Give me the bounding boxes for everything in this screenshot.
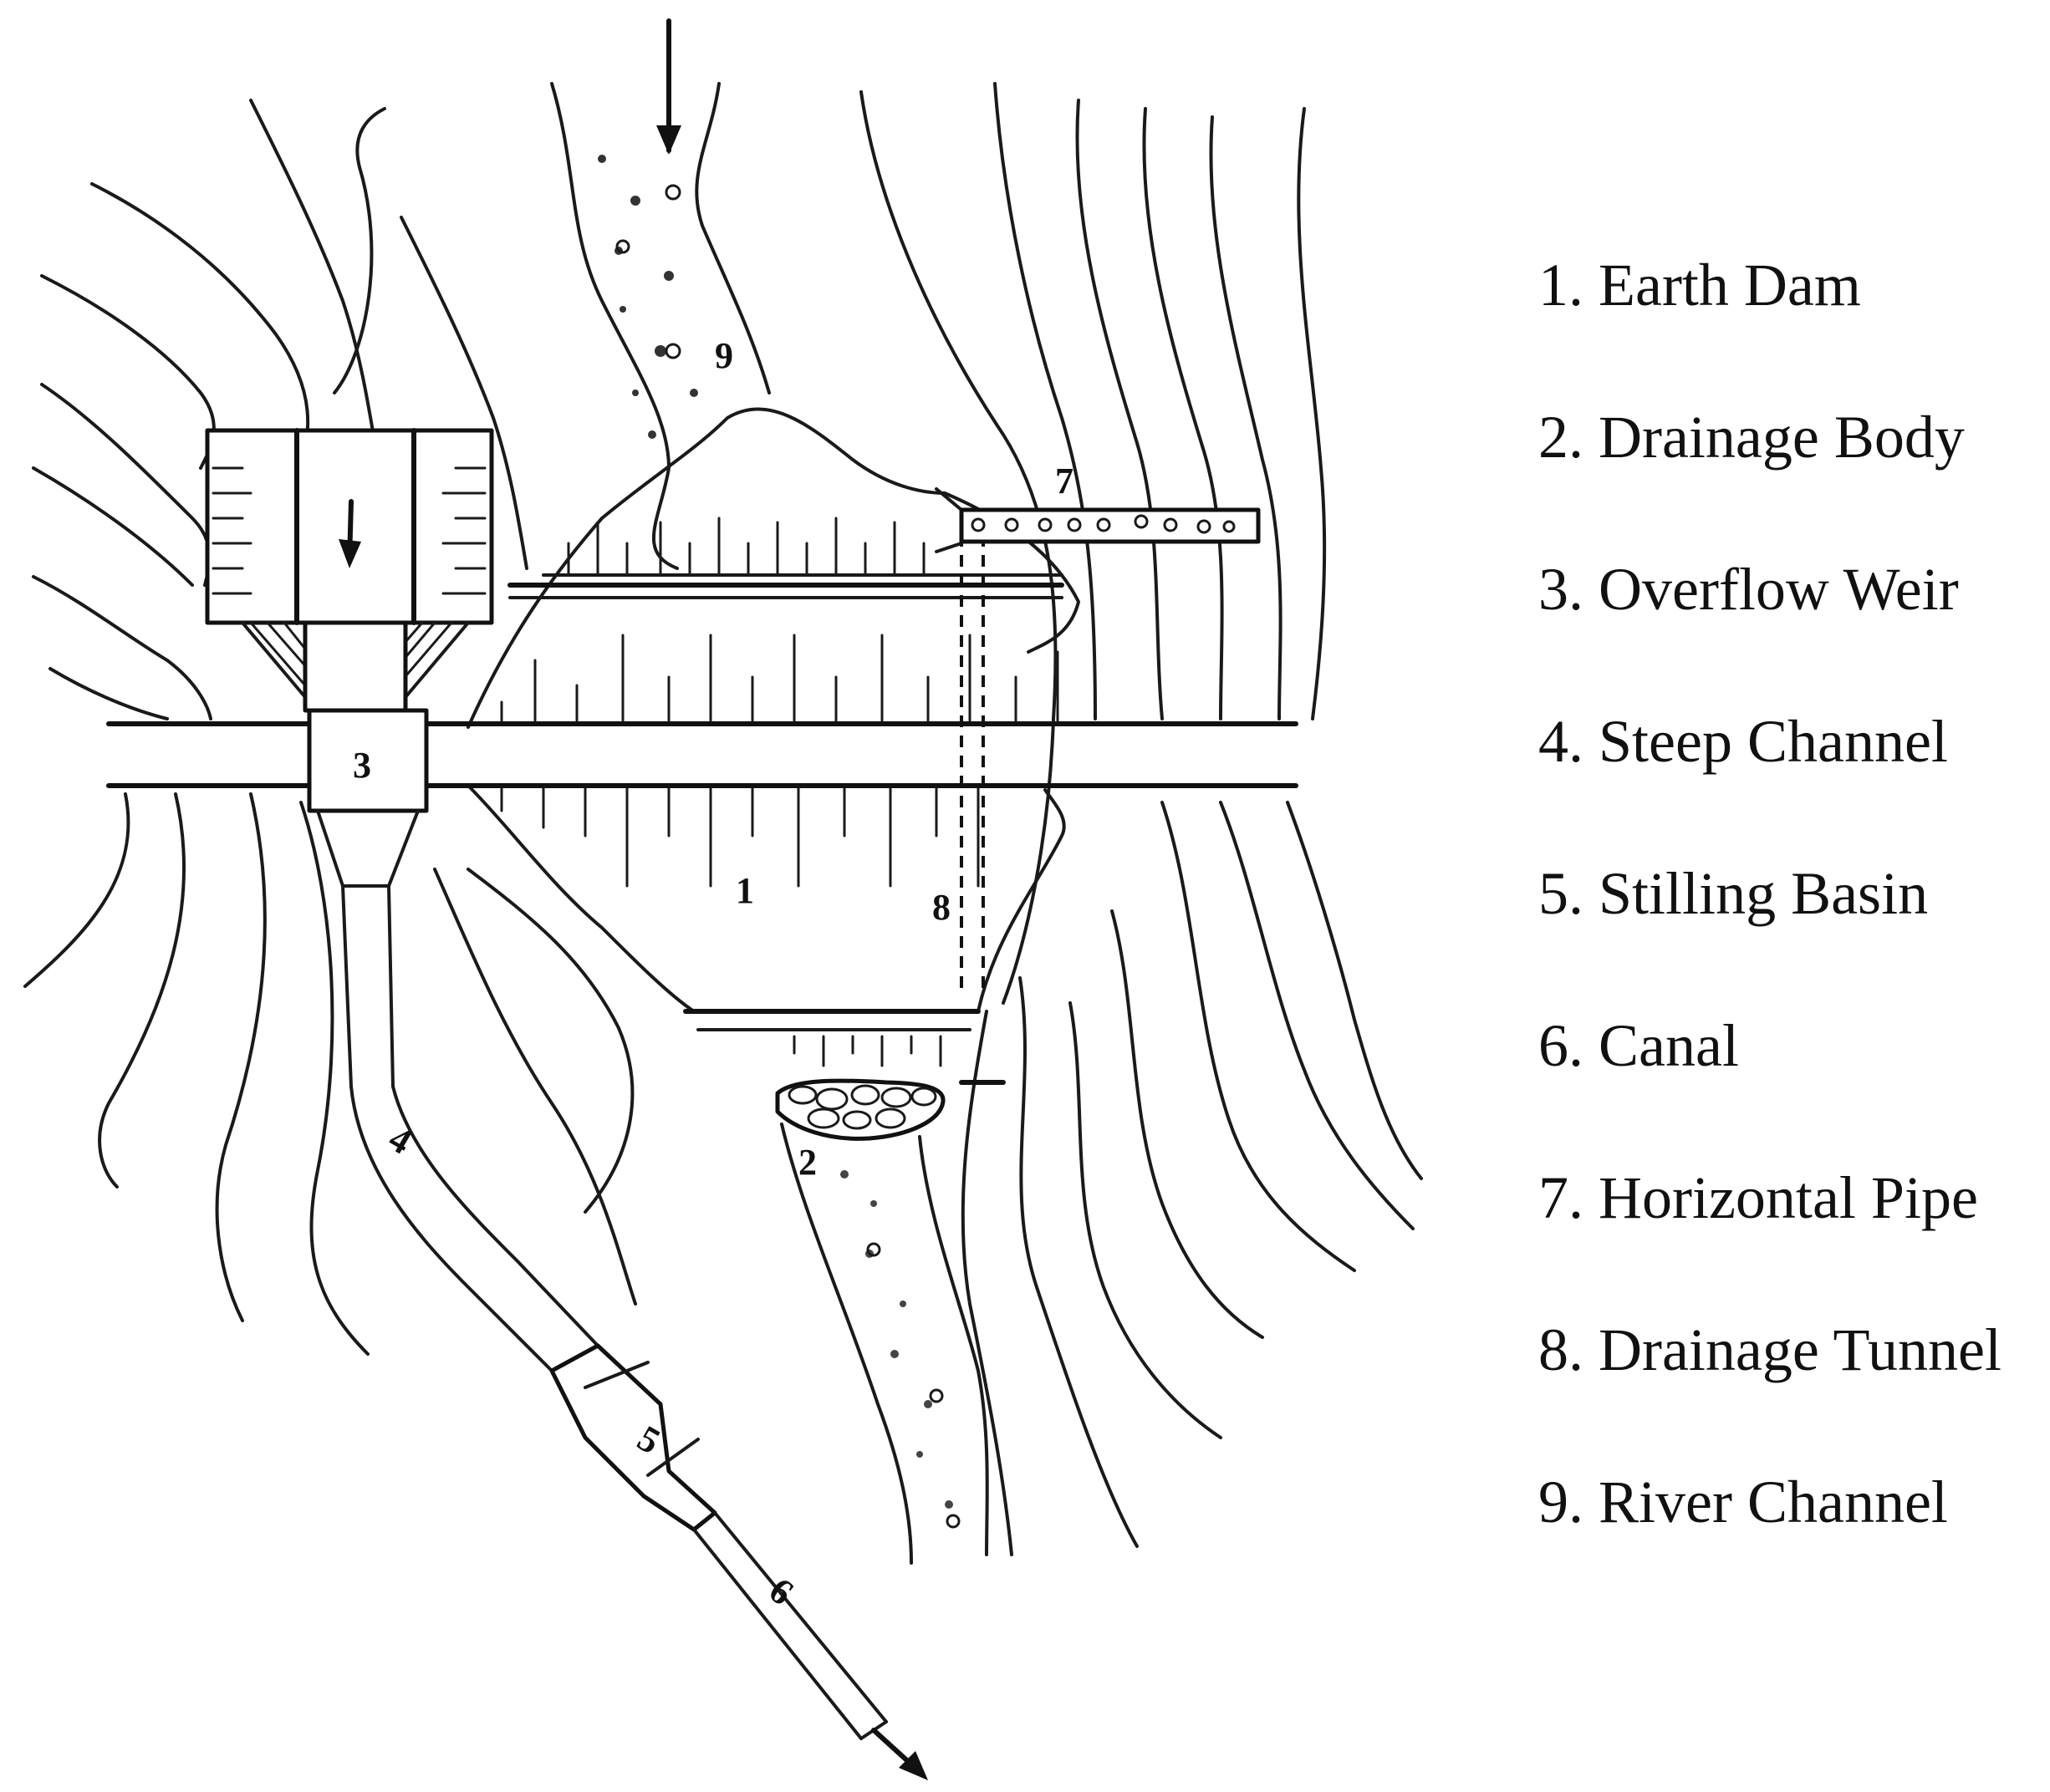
weir-throat	[303, 620, 408, 713]
river-pebble	[665, 343, 681, 359]
approach-flow-arrow	[339, 499, 361, 568]
wing-wall-right	[400, 621, 470, 704]
wing-wall-left	[241, 621, 311, 704]
canal-right-wall	[713, 1511, 888, 1723]
contour-line	[433, 868, 637, 1306]
downstream-pebble	[929, 1388, 944, 1403]
label-overflow-weir: 3	[353, 745, 371, 786]
label-earth-dam: 1	[736, 870, 754, 911]
contour-line	[1110, 909, 1264, 1339]
steep-channel-right-wall	[387, 884, 599, 1347]
downstream-pebble	[946, 1514, 961, 1529]
contour-line	[1286, 801, 1423, 1180]
dam-crest-road	[106, 721, 1298, 788]
downstream-pebble	[866, 1242, 881, 1257]
river-pebble	[615, 239, 630, 254]
legend-item-horizontal-pipe: 7. Horizontal Pipe	[1538, 1164, 1978, 1231]
contour-line	[400, 216, 528, 570]
downstream-bank-left	[780, 1123, 913, 1565]
downstream-bank-right	[918, 1135, 989, 1556]
contour-line	[333, 107, 386, 395]
legend-item-earth-dam: 1. Earth Dam	[1538, 252, 1861, 318]
contour-line	[1209, 115, 1283, 720]
dam-slope-hachures-middle	[500, 634, 1059, 722]
spillway-chute: 4 5 6	[316, 809, 928, 1780]
legend: 1. Earth Dam 2. Drainage Body 3. Overflo…	[1538, 251, 2040, 1620]
label-drainage-tunnel: 8	[932, 887, 951, 928]
contour-line	[1160, 801, 1356, 1272]
flow-arrow-upstream	[656, 18, 681, 155]
left-contour-lines	[23, 99, 637, 1356]
label-drainage-body: 2	[798, 1142, 817, 1183]
river-channel-upstream	[550, 82, 771, 570]
drainage-body-stones	[788, 1084, 937, 1130]
contour-line	[1075, 99, 1164, 720]
steep-channel-left-wall	[341, 884, 553, 1372]
contour-line	[1142, 107, 1224, 720]
dam-toe-hachures	[793, 1035, 942, 1067]
legend-item-river-channel: 9. River Channel	[1538, 1469, 1948, 1535]
contour-line	[98, 792, 186, 1189]
legend-item-canal: 6. Canal	[1538, 1012, 1739, 1079]
contour-line	[467, 868, 635, 1214]
horizontal-pipe: 7	[935, 461, 1261, 553]
legend-item-overflow-weir: 3. Overflow Weir	[1538, 556, 1959, 623]
legend-item-steep-channel: 4. Steep Channel	[1538, 708, 1948, 775]
contour-line	[32, 466, 194, 587]
canal-left-wall	[692, 1528, 863, 1740]
legend-item-stilling-basin: 5. Stilling Basin	[1538, 860, 1929, 927]
label-steep-channel: 4	[382, 1117, 419, 1162]
river-sediment-dots	[598, 155, 698, 439]
contour-line	[993, 82, 1097, 720]
legend-item-drainage-body: 2. Drainage Body	[1538, 404, 1965, 471]
pipe-holes	[971, 514, 1236, 534]
river-channel-downstream	[780, 1123, 989, 1565]
dam-upstream-outline	[467, 407, 1080, 729]
river-pebble	[665, 184, 681, 201]
river-bank-right	[695, 82, 771, 395]
label-river-channel: 9	[715, 335, 733, 376]
stilling-basin	[549, 1343, 717, 1532]
legend-item-drainage-tunnel: 8. Drainage Tunnel	[1538, 1316, 2002, 1383]
spillway-approach: 3	[205, 428, 494, 813]
contour-line	[40, 274, 216, 470]
approach-wall-ticks-right	[441, 466, 487, 595]
drainage-tunnel: 8	[932, 535, 985, 995]
contour-line	[1018, 976, 1139, 1548]
earth-dam: 1	[467, 407, 1080, 1067]
overflow-weir	[307, 708, 429, 813]
drainage-body: 2	[775, 1078, 1006, 1183]
contour-line	[1297, 107, 1327, 720]
contour-line	[40, 383, 212, 587]
contour-line	[961, 1010, 1013, 1556]
label-horizontal-pipe: 7	[1055, 461, 1073, 501]
contour-line	[1219, 801, 1415, 1230]
contour-line	[23, 792, 130, 988]
contour-line	[48, 667, 169, 720]
contour-line	[32, 575, 212, 720]
dam-slope-hachures-lower	[500, 786, 980, 888]
approach-wall-ticks-left	[212, 466, 252, 595]
contour-line	[1068, 1001, 1222, 1439]
outflow-arrow	[871, 1728, 928, 1780]
contour-line	[299, 801, 370, 1356]
wing-wall-hatch	[249, 621, 453, 687]
chute-transition	[316, 809, 420, 888]
dam-downstream-outline	[467, 784, 1066, 1013]
river-bank-left	[550, 82, 679, 570]
contour-line	[215, 792, 267, 1322]
contour-line	[249, 99, 378, 453]
right-contour-lines	[859, 82, 1423, 1556]
dam-slope-hachures-upper	[567, 517, 926, 577]
